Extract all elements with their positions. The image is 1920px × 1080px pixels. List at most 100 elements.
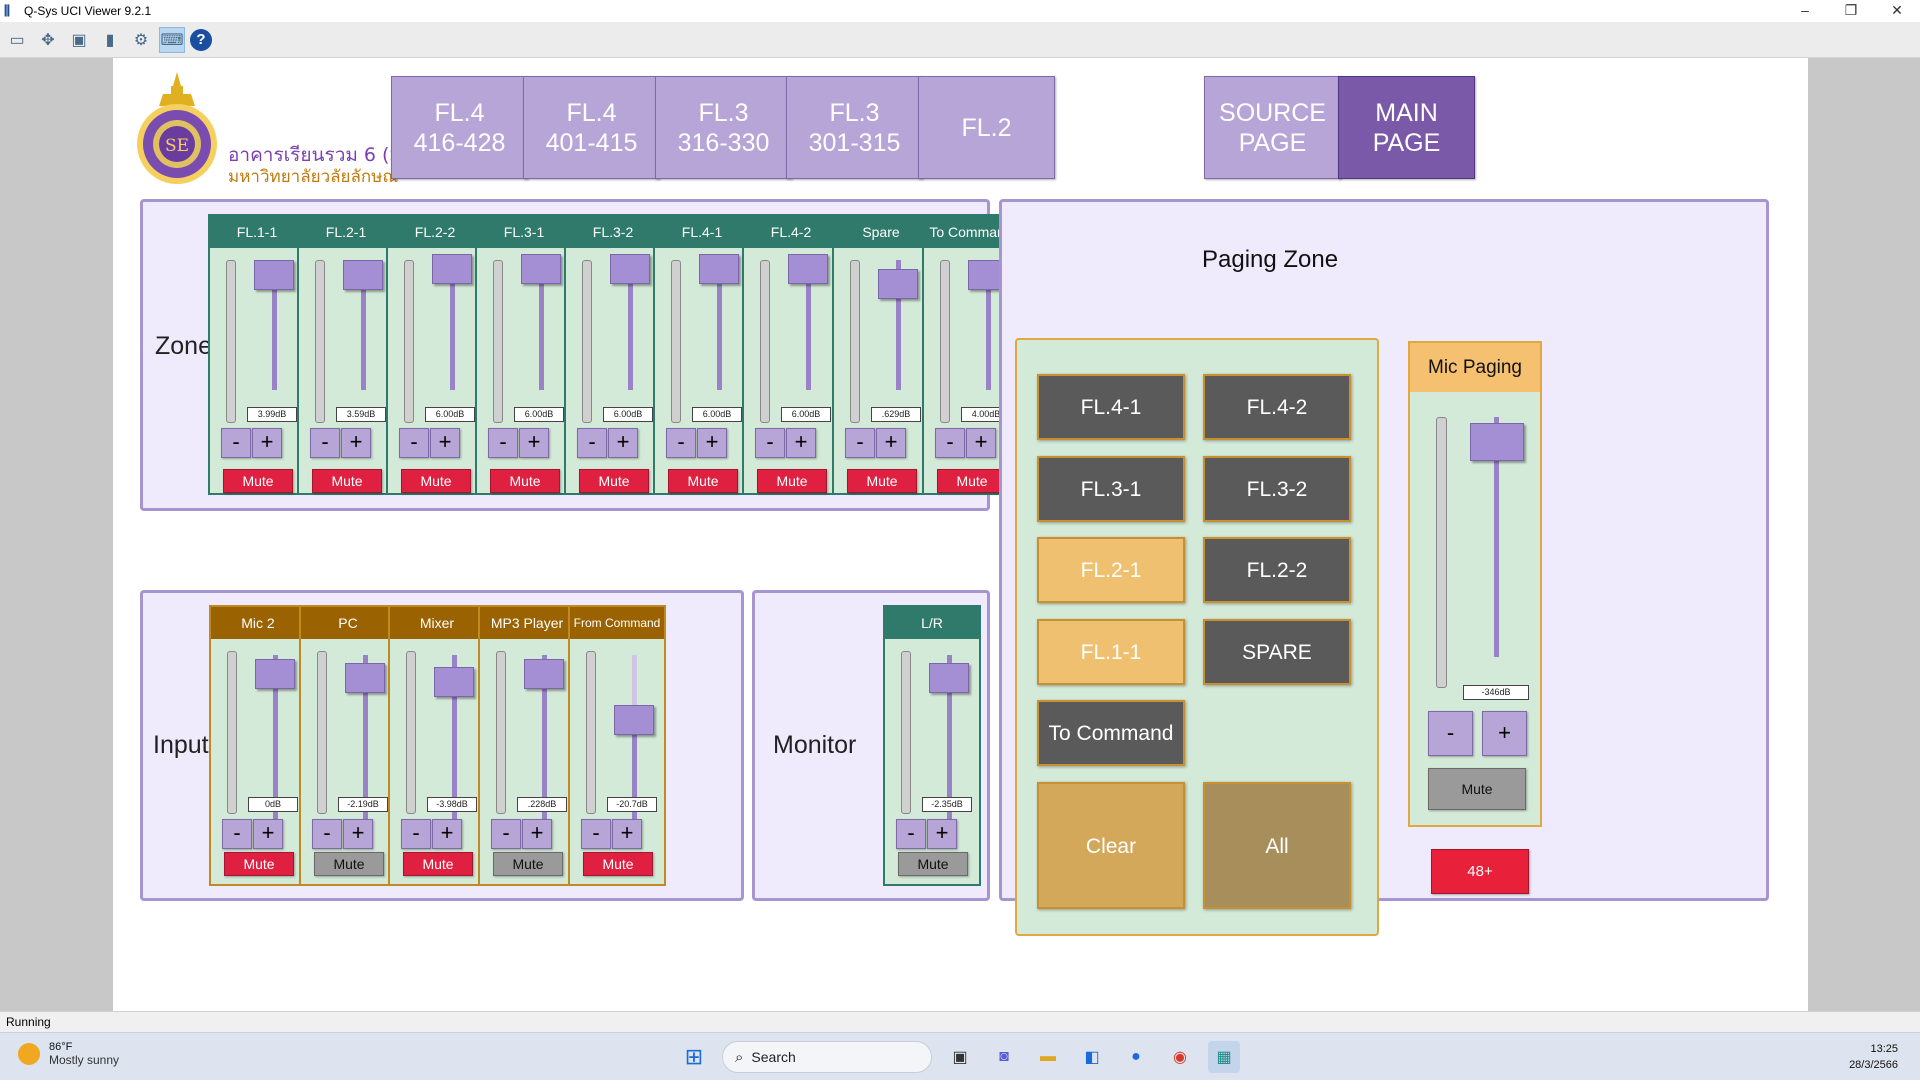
gain-minus-button[interactable]: - — [222, 819, 252, 849]
gain-minus-button[interactable]: - — [312, 819, 342, 849]
fader-track[interactable] — [947, 655, 952, 820]
gain-plus-button[interactable]: + — [927, 819, 957, 849]
keyboard-icon[interactable]: ⌨ — [159, 26, 185, 53]
mute-button[interactable]: Mute — [223, 469, 293, 493]
gain-value[interactable]: .228dB — [517, 797, 567, 812]
fader-knob[interactable] — [524, 659, 564, 689]
windows-start-icon[interactable]: ⊞ — [684, 1044, 704, 1069]
fader-knob[interactable] — [929, 663, 969, 693]
gain-value[interactable]: -346dB — [1463, 685, 1529, 700]
gain-value[interactable]: 0dB — [248, 797, 298, 812]
nav-fl4-416-428-button[interactable]: FL.4 416-428 — [391, 76, 528, 179]
paging-to-command-button[interactable]: To Command — [1037, 700, 1185, 766]
mute-button[interactable]: Mute — [403, 852, 473, 876]
mute-button[interactable]: Mute — [668, 469, 738, 493]
system-clock[interactable]: 13:25 28/3/2566 — [1849, 1041, 1898, 1073]
mute-button[interactable]: Mute — [401, 469, 471, 493]
task-view-icon[interactable]: ▣ — [952, 1049, 968, 1066]
paging-clear-button[interactable]: Clear — [1037, 782, 1185, 909]
fader-knob[interactable] — [1470, 423, 1524, 461]
file-explorer-icon[interactable]: ▬ — [1040, 1048, 1056, 1065]
fader-knob[interactable] — [343, 260, 383, 290]
gain-minus-button[interactable]: - — [755, 428, 785, 458]
nav-main-page-button[interactable]: MAIN PAGE — [1338, 76, 1475, 179]
help-icon[interactable]: ? — [190, 28, 212, 51]
fader-track[interactable] — [363, 655, 368, 820]
fader-track[interactable] — [273, 655, 278, 820]
fader-track[interactable] — [361, 260, 366, 390]
weather-widget[interactable]: 86°F Mostly sunny — [18, 1041, 119, 1067]
mute-button[interactable]: Mute — [224, 852, 294, 876]
chrome-icon[interactable]: ◉ — [1173, 1049, 1187, 1066]
mute-button[interactable]: Mute — [847, 469, 917, 493]
gain-minus-button[interactable]: - — [488, 428, 518, 458]
fader-track[interactable] — [628, 260, 633, 390]
gain-value[interactable]: -2.19dB — [338, 797, 388, 812]
minimize-button[interactable]: – — [1801, 2, 1809, 18]
nav-fl3-301-315-button[interactable]: FL.3 301-315 — [786, 76, 923, 179]
store-icon[interactable]: ◧ — [1084, 1049, 1100, 1066]
gain-value[interactable]: 3.99dB — [247, 407, 297, 422]
mute-button[interactable]: Mute — [490, 469, 560, 493]
gain-plus-button[interactable]: + — [786, 428, 816, 458]
mute-button[interactable]: Mute — [898, 852, 968, 876]
fader-track[interactable] — [986, 260, 991, 390]
gain-value[interactable]: -20.7dB — [607, 797, 657, 812]
fader-track[interactable] — [272, 260, 277, 390]
gain-plus-button[interactable]: + — [519, 428, 549, 458]
fader-knob[interactable] — [432, 254, 472, 284]
fader-track[interactable] — [450, 260, 455, 390]
gain-plus-button[interactable]: + — [612, 819, 642, 849]
fader-knob[interactable] — [614, 705, 654, 735]
fader-track[interactable] — [542, 655, 547, 820]
gain-value[interactable]: -2.35dB — [922, 797, 972, 812]
fader-knob[interactable] — [434, 667, 474, 697]
paging-fl2-2-button[interactable]: FL.2-2 — [1203, 537, 1351, 603]
fader-knob[interactable] — [255, 659, 295, 689]
nav-source-page-button[interactable]: SOURCE PAGE — [1204, 76, 1341, 179]
zoom-icon[interactable]: ● — [1131, 1048, 1141, 1065]
gain-plus-button[interactable]: + — [253, 819, 283, 849]
mute-button[interactable]: Mute — [1428, 768, 1526, 810]
gain-plus-button[interactable]: + — [252, 428, 282, 458]
gain-minus-button[interactable]: - — [935, 428, 965, 458]
fader-track[interactable] — [717, 260, 722, 390]
gain-minus-button[interactable]: - — [221, 428, 251, 458]
window-layout-icon[interactable]: ▭ — [9, 31, 25, 49]
paging-fl2-1-button[interactable]: FL.2-1 — [1037, 537, 1185, 603]
nav-fl3-316-330-button[interactable]: FL.3 316-330 — [655, 76, 792, 179]
gain-minus-button[interactable]: - — [845, 428, 875, 458]
paging-spare-button[interactable]: SPARE — [1203, 619, 1351, 685]
gain-value[interactable]: 3.59dB — [336, 407, 386, 422]
gain-minus-button[interactable]: - — [1428, 711, 1473, 756]
fit-screen-icon[interactable]: ✥ — [41, 31, 55, 49]
fader-knob[interactable] — [878, 269, 918, 299]
gain-minus-button[interactable]: - — [666, 428, 696, 458]
gain-plus-button[interactable]: + — [341, 428, 371, 458]
gain-plus-button[interactable]: + — [430, 428, 460, 458]
gain-plus-button[interactable]: + — [608, 428, 638, 458]
gain-value[interactable]: -3.98dB — [427, 797, 477, 812]
gain-value[interactable]: 6.00dB — [603, 407, 653, 422]
gain-plus-button[interactable]: + — [432, 819, 462, 849]
nav-fl4-401-415-button[interactable]: FL.4 401-415 — [523, 76, 660, 179]
gain-plus-button[interactable]: + — [343, 819, 373, 849]
fader-track[interactable] — [632, 705, 637, 820]
maximize-button[interactable]: ❐ — [1844, 2, 1858, 18]
fader-track[interactable] — [539, 260, 544, 390]
mute-button[interactable]: Mute — [493, 852, 563, 876]
mute-button[interactable]: Mute — [583, 852, 653, 876]
fader-track[interactable] — [1494, 417, 1499, 657]
qsys-uci-viewer-taskbar-icon[interactable]: ▦ — [1208, 1041, 1240, 1073]
gain-minus-button[interactable]: - — [896, 819, 926, 849]
close-button[interactable]: ✕ — [1891, 2, 1903, 18]
gain-minus-button[interactable]: - — [399, 428, 429, 458]
mute-button[interactable]: Mute — [314, 852, 384, 876]
paging-all-button[interactable]: All — [1203, 782, 1351, 909]
mute-button[interactable]: Mute — [579, 469, 649, 493]
fader-track-upper[interactable] — [632, 655, 637, 705]
fader-knob[interactable] — [788, 254, 828, 284]
gain-minus-button[interactable]: - — [581, 819, 611, 849]
paging-fl4-2-button[interactable]: FL.4-2 — [1203, 374, 1351, 440]
fader-knob[interactable] — [521, 254, 561, 284]
